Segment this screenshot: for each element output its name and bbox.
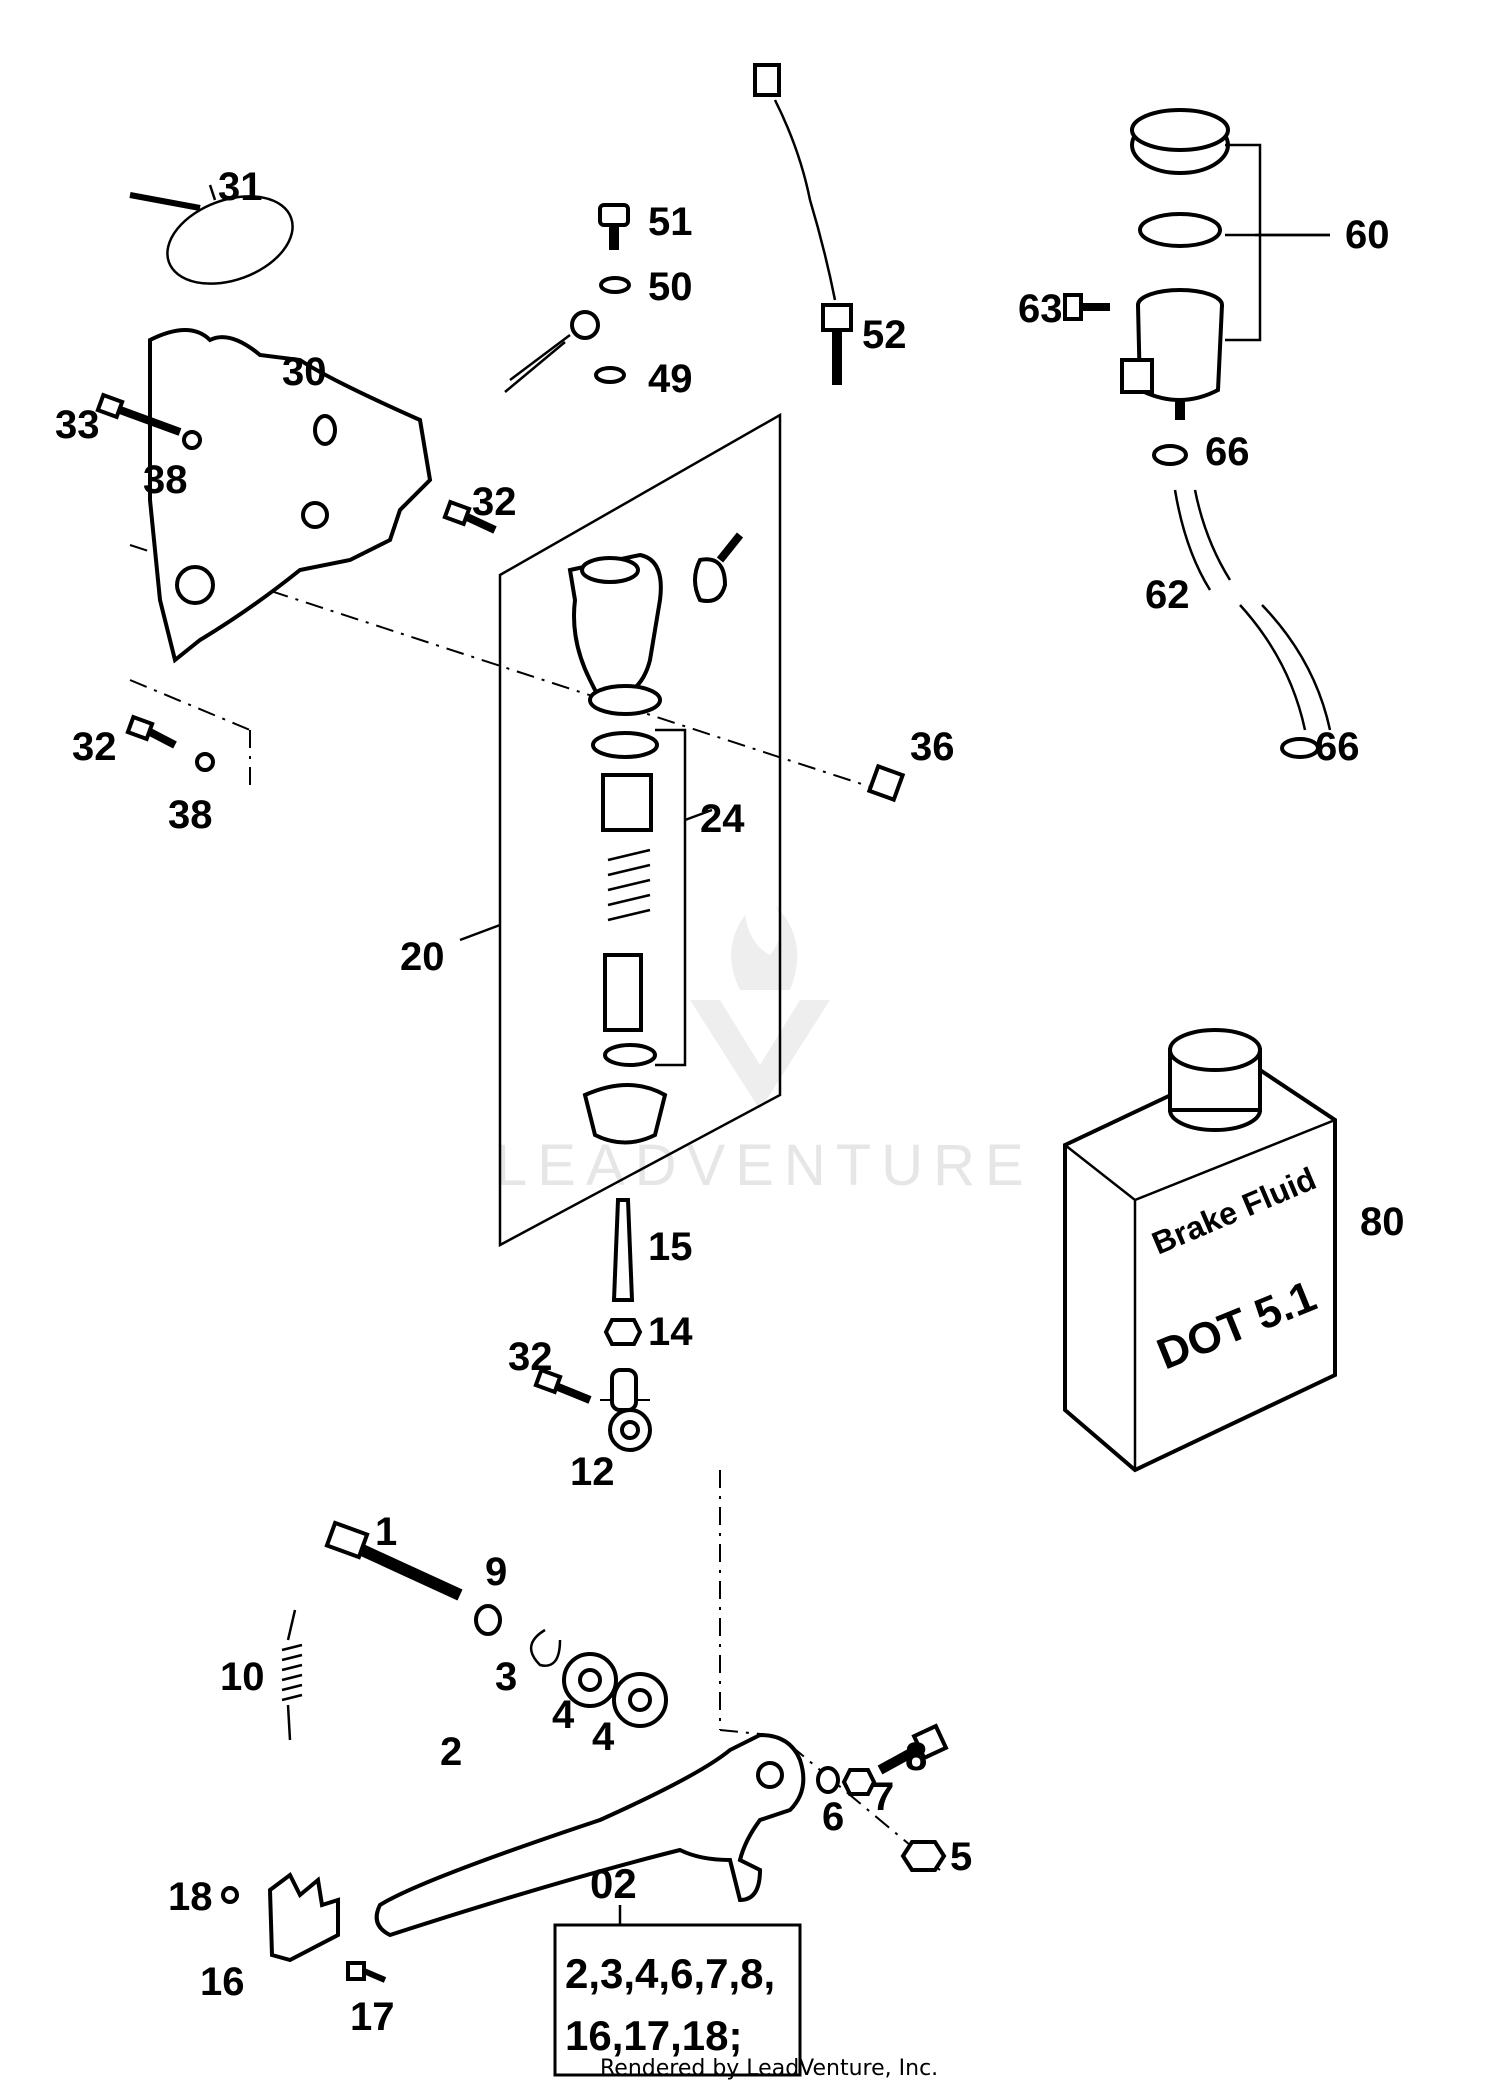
label-66-top: 66 bbox=[1205, 430, 1250, 474]
label-32-left: 32 bbox=[72, 725, 117, 769]
label-14: 14 bbox=[648, 1310, 693, 1354]
label-6: 6 bbox=[822, 1795, 844, 1839]
label-16: 16 bbox=[200, 1960, 245, 2004]
reservoir-part bbox=[1120, 108, 1330, 420]
label-24: 24 bbox=[700, 797, 745, 841]
leadventure-logo-icon bbox=[690, 1000, 830, 1110]
label-62: 62 bbox=[1145, 573, 1190, 617]
label-50: 50 bbox=[648, 265, 693, 309]
label-51: 51 bbox=[648, 200, 693, 244]
label-36: 36 bbox=[910, 725, 955, 769]
label-4b: 4 bbox=[592, 1715, 615, 1759]
label-38-left: 38 bbox=[168, 793, 213, 837]
watermark-text: LEADVENTURE bbox=[495, 1133, 1034, 1198]
master-cylinder-box bbox=[459, 412, 782, 1248]
label-33: 33 bbox=[55, 403, 100, 447]
label-31: 31 bbox=[218, 165, 263, 209]
label-66-bottom: 66 bbox=[1315, 725, 1360, 769]
label-4a: 4 bbox=[552, 1693, 575, 1737]
label-9: 9 bbox=[485, 1550, 507, 1594]
label-63: 63 bbox=[1018, 287, 1063, 331]
label-17: 17 bbox=[350, 1995, 395, 2039]
bolt-32-left-part bbox=[125, 714, 215, 772]
cover-plate-part bbox=[148, 328, 433, 664]
flame-icon bbox=[731, 905, 798, 990]
label-5: 5 bbox=[950, 1835, 972, 1879]
watermark: LEADVENTURE bbox=[495, 905, 1034, 1198]
part-labels: 1 2 3 4 4 5 6 7 8 9 10 12 14 15 16 17 18… bbox=[55, 165, 1405, 2039]
label-1: 1 bbox=[375, 1510, 397, 1554]
brake-fluid-jug: Brake Fluid DOT 5.1 bbox=[1063, 1028, 1337, 1473]
label-15: 15 bbox=[648, 1225, 693, 1269]
label-52: 52 bbox=[862, 313, 907, 357]
bolt-32-top-part bbox=[442, 499, 497, 534]
label-12: 12 bbox=[570, 1450, 615, 1494]
label-3: 3 bbox=[495, 1655, 517, 1699]
label-18: 18 bbox=[168, 1875, 213, 1919]
brake-switch-part bbox=[753, 63, 853, 385]
label-7: 7 bbox=[872, 1775, 894, 1819]
leader-lines bbox=[208, 184, 1330, 237]
kit-box: 02 2,3,4,6,7,8, 16,17,18; bbox=[553, 1860, 802, 2077]
bolt-33-part bbox=[95, 392, 202, 450]
pushrod-part bbox=[603, 1198, 652, 1452]
label-60: 60 bbox=[1345, 213, 1390, 257]
kit-contents-line-2: 16,17,18; bbox=[565, 2012, 742, 2059]
banjo-bolt-group bbox=[504, 203, 631, 393]
label-8: 8 bbox=[905, 1735, 927, 1779]
cable-tie-part bbox=[129, 192, 294, 285]
kit-number: 02 bbox=[590, 1860, 637, 1907]
label-49: 49 bbox=[648, 357, 693, 401]
label-80: 80 bbox=[1360, 1200, 1405, 1244]
label-38-top: 38 bbox=[143, 458, 188, 502]
screw-63-part bbox=[1063, 293, 1110, 321]
pedal-group bbox=[221, 1520, 949, 1983]
nut-36-part bbox=[866, 763, 906, 803]
bolt-32-lower-part bbox=[533, 1367, 592, 1404]
footer-credit: Rendered by LeadVenture, Inc. bbox=[600, 2056, 938, 2081]
label-20: 20 bbox=[400, 935, 445, 979]
label-2: 2 bbox=[440, 1730, 462, 1774]
label-32-lower: 32 bbox=[508, 1335, 553, 1379]
label-32-top: 32 bbox=[472, 480, 517, 524]
kit-contents-line-1: 2,3,4,6,7,8, bbox=[565, 1950, 775, 1997]
hose-part bbox=[1152, 444, 1332, 759]
label-10: 10 bbox=[220, 1655, 265, 1699]
label-30: 30 bbox=[282, 350, 327, 394]
